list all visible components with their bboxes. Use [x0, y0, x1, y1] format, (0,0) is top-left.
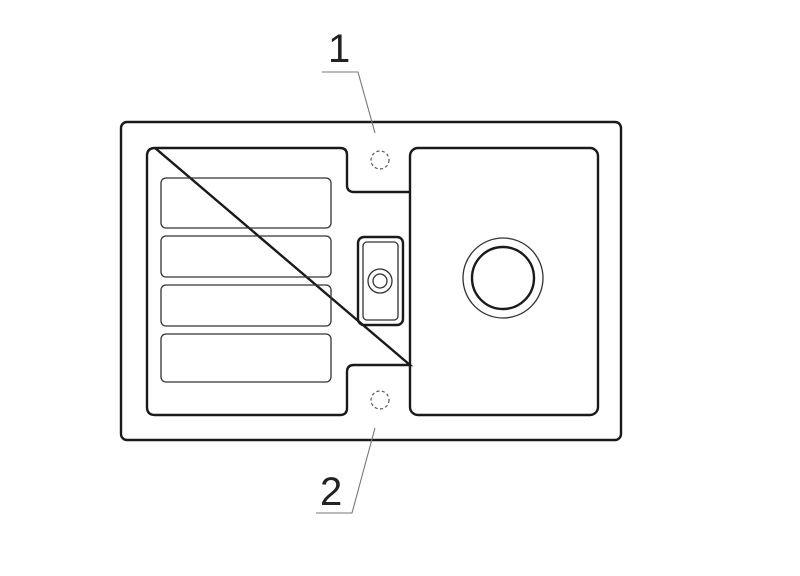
- drainer-rib: [160, 333, 332, 383]
- leader-line: [316, 427, 376, 514]
- sink-bowl: [408, 146, 600, 417]
- drainer-ribs: [160, 177, 332, 383]
- overflow-drain: [356, 235, 405, 327]
- callout-1: 1: [322, 27, 376, 134]
- callout-label: 1: [328, 27, 350, 71]
- callout-label: 2: [320, 470, 342, 514]
- drainer-outline: [145, 146, 414, 417]
- leader-line: [322, 71, 376, 134]
- tap-hole-top: [370, 150, 390, 170]
- drainer-rib: [160, 177, 332, 229]
- drainer-rib: [160, 235, 332, 278]
- sink-outer-edge: [119, 120, 623, 442]
- drainer-rib: [160, 284, 332, 327]
- callout-2: 2: [316, 427, 376, 514]
- tap-hole-bottom: [370, 390, 390, 410]
- bowl-drain: [462, 237, 544, 319]
